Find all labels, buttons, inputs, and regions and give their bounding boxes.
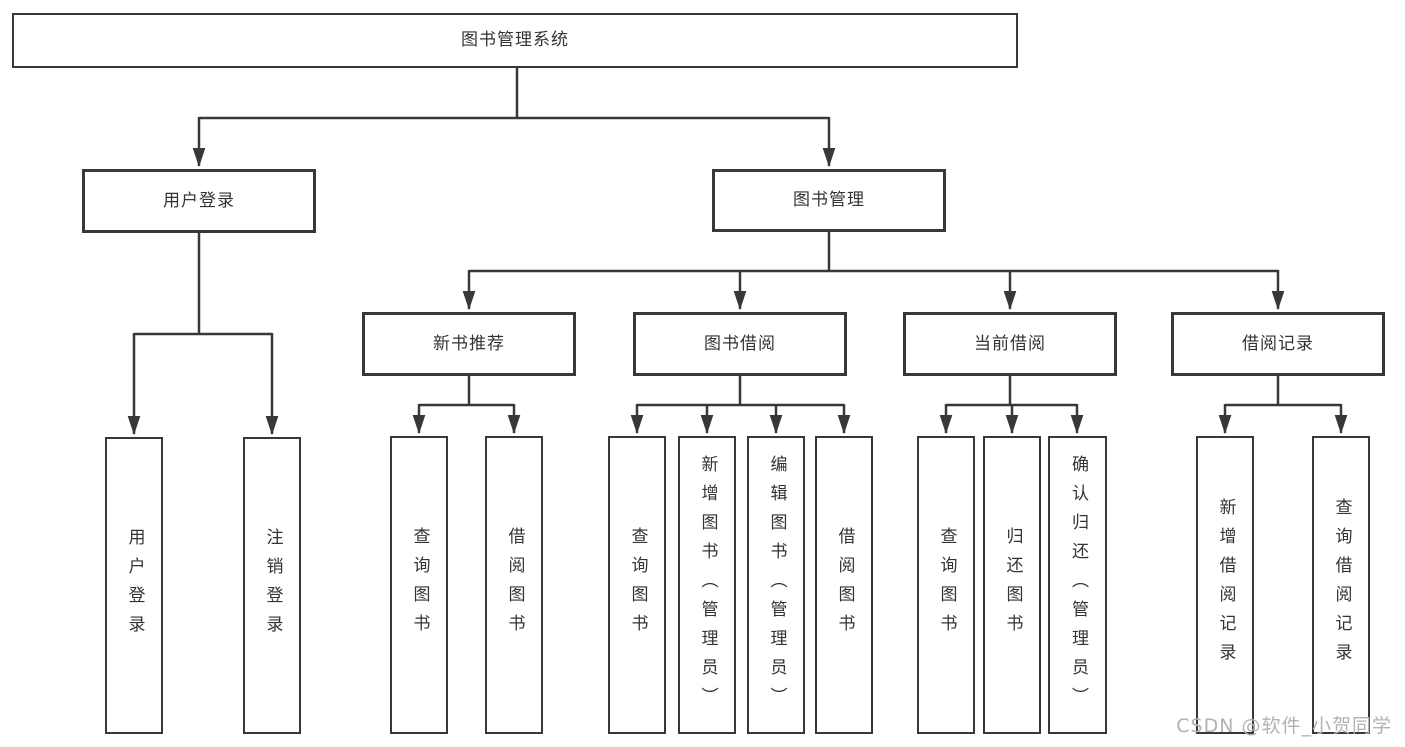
leaf-label: 用户登录 bbox=[124, 527, 145, 644]
leaf-borrow-books: 借阅图书 bbox=[815, 436, 873, 734]
node-root-library-system: 图书管理系统 bbox=[12, 13, 1018, 68]
leaf-label: 借阅图书 bbox=[834, 527, 855, 643]
leaf-user-login: 用户登录 bbox=[105, 437, 163, 734]
leaf-query-borrow-record: 查询借阅记录 bbox=[1312, 436, 1370, 734]
node-borrow-records: 借阅记录 bbox=[1171, 312, 1385, 376]
leaf-borrow-query-books: 查询图书 bbox=[608, 436, 666, 734]
leaf-label: 借阅图书 bbox=[504, 527, 525, 643]
node-book-borrow: 图书借阅 bbox=[633, 312, 847, 376]
node-new-book-recommend: 新书推荐 bbox=[362, 312, 576, 376]
csdn-watermark: CSDN @软件_小贺同学 bbox=[1176, 715, 1392, 737]
node-user-login: 用户登录 bbox=[82, 169, 316, 233]
leaf-return-books: 归还图书 bbox=[983, 436, 1041, 734]
leaf-label: 查询图书 bbox=[409, 527, 430, 643]
leaf-label: 查询图书 bbox=[627, 527, 648, 643]
leaf-logout: 注销登录 bbox=[243, 437, 301, 734]
leaf-label: 新增借阅记录 bbox=[1215, 498, 1236, 672]
leaf-confirm-return-admin: 确认归还（管理员） bbox=[1048, 436, 1107, 734]
leaf-add-books-admin: 新增图书（管理员） bbox=[678, 436, 736, 734]
leaf-recommend-borrow-books: 借阅图书 bbox=[485, 436, 543, 734]
leaf-edit-books-admin: 编辑图书（管理员） bbox=[747, 436, 805, 734]
leaf-label: 查询借阅记录 bbox=[1331, 498, 1352, 672]
node-book-management: 图书管理 bbox=[712, 169, 946, 232]
leaf-add-borrow-record: 新增借阅记录 bbox=[1196, 436, 1254, 734]
node-current-borrow: 当前借阅 bbox=[903, 312, 1117, 376]
leaf-label: 查询图书 bbox=[936, 527, 957, 643]
leaf-label: 归还图书 bbox=[1002, 527, 1023, 643]
leaf-label: 新增图书（管理员） bbox=[697, 454, 718, 716]
leaf-label: 编辑图书（管理员） bbox=[766, 454, 787, 716]
leaf-label: 注销登录 bbox=[262, 527, 283, 644]
leaf-label: 确认归还（管理员） bbox=[1068, 454, 1088, 716]
leaf-recommend-query-books: 查询图书 bbox=[390, 436, 448, 734]
leaf-current-query-books: 查询图书 bbox=[917, 436, 975, 734]
